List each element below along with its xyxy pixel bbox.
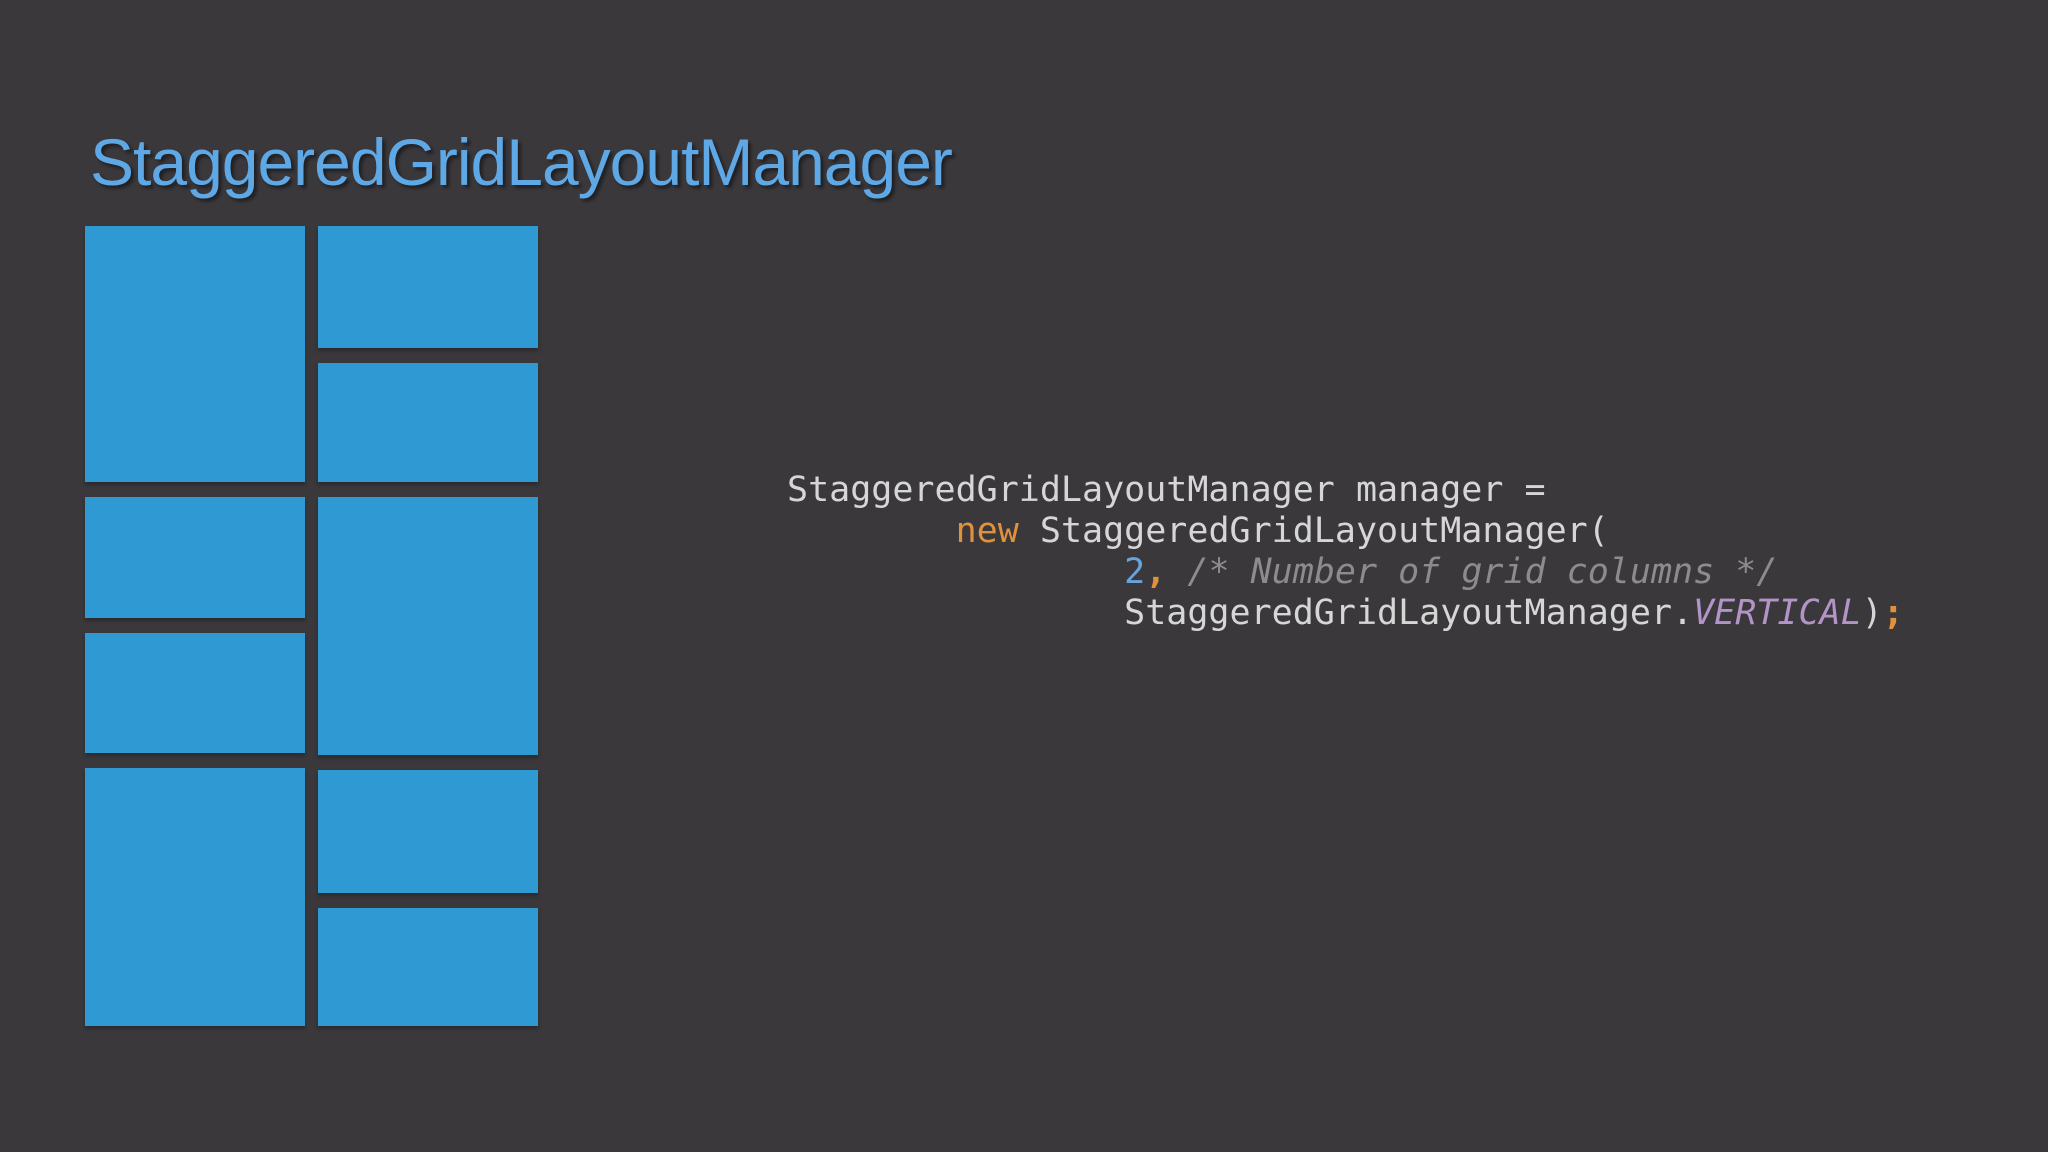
code-semicolon: ;: [1882, 593, 1904, 633]
code-indent: [787, 552, 1124, 592]
code-space: [1166, 552, 1187, 592]
grid-block-left: [85, 226, 305, 482]
grid-block-left: [85, 768, 305, 1026]
grid-block-right: [318, 770, 538, 893]
page-title: StaggeredGridLayoutManager: [90, 125, 953, 199]
code-text: StaggeredGridLayoutManager(: [1018, 511, 1609, 551]
code-number-literal: 2: [1124, 552, 1146, 592]
code-keyword-new: new: [955, 511, 1019, 551]
grid-block-right: [318, 497, 538, 755]
code-line: StaggeredGridLayoutManager.VERTICAL);: [787, 593, 1904, 634]
grid-block-left: [85, 633, 305, 753]
code-indent: [787, 511, 956, 551]
grid-block-right: [318, 226, 538, 348]
code-text: StaggeredGridLayoutManager.: [787, 593, 1694, 633]
code-comment: /* Number of grid columns */: [1187, 552, 1778, 592]
code-text: StaggeredGridLayoutManager manager =: [787, 470, 1546, 510]
code-line: StaggeredGridLayoutManager manager =: [787, 470, 1904, 511]
grid-block-right: [318, 908, 538, 1026]
code-snippet: StaggeredGridLayoutManager manager = new…: [787, 470, 1904, 634]
grid-block-left: [85, 497, 305, 618]
grid-block-right: [318, 363, 538, 482]
code-line: new StaggeredGridLayoutManager(: [787, 511, 1904, 552]
code-comma: ,: [1145, 552, 1167, 592]
code-line: 2, /* Number of grid columns */: [787, 552, 1904, 593]
code-constant-vertical: VERTICAL: [1693, 593, 1862, 633]
code-paren: ): [1861, 593, 1883, 633]
